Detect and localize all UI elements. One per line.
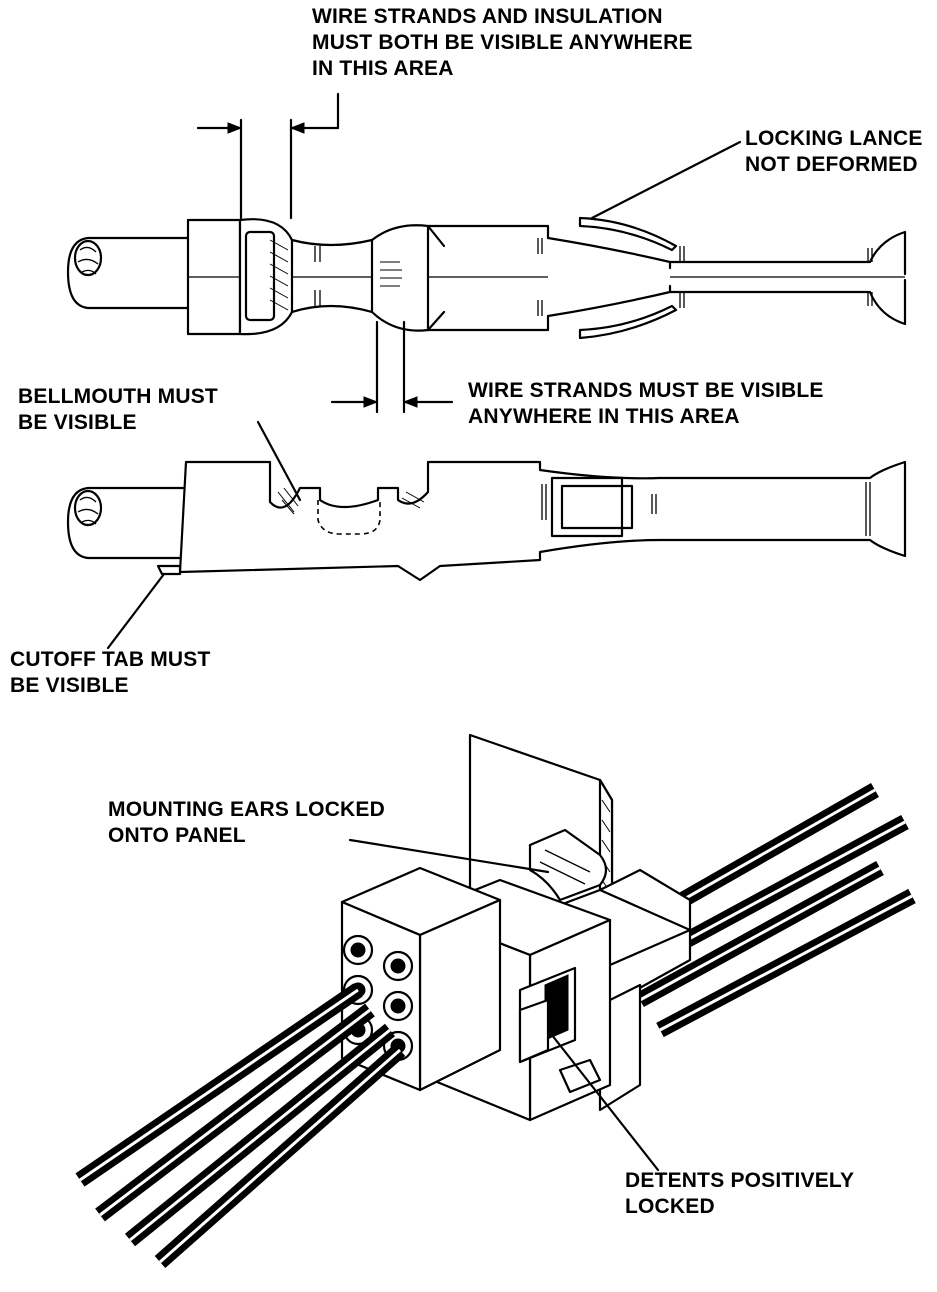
callout-line: ANYWHERE IN THIS AREA: [468, 405, 740, 428]
crimped-terminal-top-view: [66, 216, 907, 340]
mounting-ear: [528, 828, 608, 902]
callout-line: WIRE STRANDS MUST BE VISIBLE: [468, 379, 824, 402]
callout-line: WIRE STRANDS AND INSULATION: [312, 5, 663, 28]
callout-mounting-ears: MOUNTING EARS LOCKED ONTO PANEL: [108, 797, 385, 849]
detents-leader: [546, 1028, 660, 1172]
callout-line: BE VISIBLE: [10, 674, 129, 697]
callout-line: NOT DEFORMED: [745, 153, 918, 176]
callout-locking-lance: LOCKING LANCE NOT DEFORMED: [745, 126, 923, 178]
insulation-area-dimension: [196, 92, 340, 220]
terminal-side-view: [66, 460, 907, 582]
callout-line: BE VISIBLE: [18, 411, 137, 434]
front-wires: [75, 983, 406, 1268]
callout-wire-strands-and-insulation: WIRE STRANDS AND INSULATION MUST BOTH BE…: [312, 4, 693, 82]
locking-lance-leader: [590, 140, 742, 220]
callout-wire-strands: WIRE STRANDS MUST BE VISIBLE ANYWHERE IN…: [468, 378, 824, 430]
callout-detents: DETENTS POSITIVELY LOCKED: [625, 1168, 854, 1220]
callout-bellmouth: BELLMOUTH MUST BE VISIBLE: [18, 384, 218, 436]
wire-strands-area-dimension: [330, 320, 454, 414]
callout-cutoff-tab: CUTOFF TAB MUST BE VISIBLE: [10, 647, 211, 699]
mounting-ears-leader: [348, 838, 550, 874]
callout-line: MUST BOTH BE VISIBLE ANYWHERE: [312, 31, 693, 54]
callout-line: DETENTS POSITIVELY: [625, 1169, 855, 1192]
connector-assembly: [75, 733, 916, 1268]
callout-line: ONTO PANEL: [108, 824, 246, 847]
callout-line: MOUNTING EARS LOCKED: [108, 798, 385, 821]
cutoff-tab-leader: [106, 572, 166, 650]
callout-line: LOCKED: [625, 1195, 715, 1218]
callout-line: BELLMOUTH MUST: [18, 385, 218, 408]
callout-line: CUTOFF TAB MUST: [10, 648, 211, 671]
callout-line: IN THIS AREA: [312, 57, 454, 80]
callout-line: LOCKING LANCE: [745, 127, 923, 150]
bellmouth-leader: [256, 420, 302, 502]
